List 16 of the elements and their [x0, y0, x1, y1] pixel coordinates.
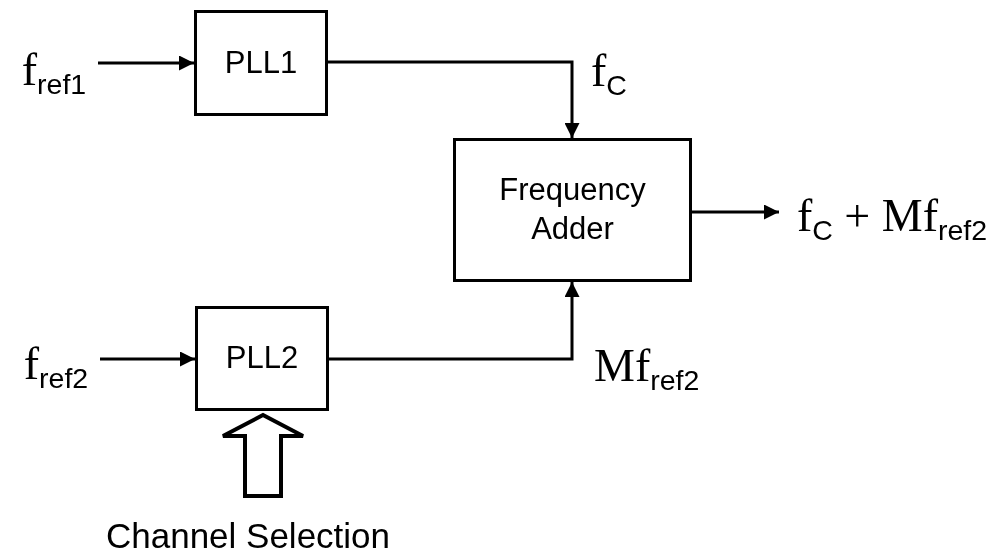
process-box — [195, 306, 329, 411]
process-box — [453, 138, 692, 282]
process-box — [194, 10, 328, 116]
box-label: Frequency Adder — [498, 171, 647, 248]
signal-label: f$_{ref1}$ — [14, 44, 94, 96]
signal-label: f$_{ref2}$ — [16, 338, 96, 390]
arrow — [329, 282, 580, 361]
signal-label: f$_{C}$ + Mf$_{ref2}$ — [781, 190, 1003, 242]
arrow — [98, 55, 194, 71]
input-label: Channel Selection — [50, 514, 446, 558]
block-arrow — [221, 412, 305, 498]
arrow — [328, 60, 580, 138]
box-label: PLL2 — [225, 339, 299, 378]
arrow — [100, 351, 195, 367]
arrow — [692, 204, 779, 220]
box-label: PLL1 — [224, 43, 298, 82]
